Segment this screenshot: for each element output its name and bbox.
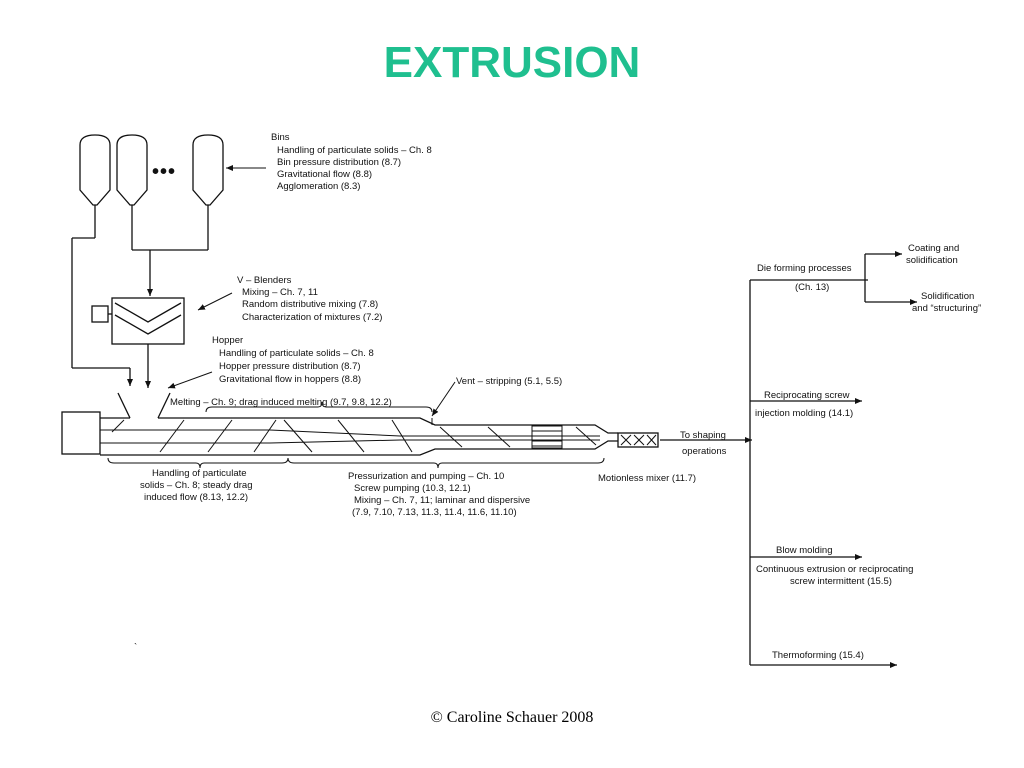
bins-line-2: Bin pressure distribution (8.7)	[277, 157, 401, 168]
hopper-pointer-arrow	[167, 371, 213, 389]
pressurization-line-4: (7.9, 7.10, 7.13, 11.3, 11.4, 11.6, 11.1…	[352, 507, 517, 518]
coating-line-1: Coating and	[908, 243, 959, 254]
bins-heading: Bins	[271, 132, 290, 143]
hopper-line-1: Handling of particulate solids – Ch. 8	[219, 348, 374, 359]
melting-brace	[205, 401, 433, 413]
bin-piping	[71, 237, 208, 386]
solids-brace	[107, 457, 289, 469]
hopper-heading: Hopper	[212, 335, 243, 346]
solids-line-3: induced flow (8.13, 12.2)	[144, 492, 248, 503]
blenders-line-3: Characterization of mixtures (7.2)	[242, 312, 382, 323]
blenders-pointer-arrow	[197, 292, 233, 311]
die-forming-chapter: (Ch. 13)	[795, 282, 829, 293]
coating-line-2: solidification	[906, 255, 958, 266]
pressurization-line-1: Pressurization and pumping – Ch. 10	[348, 471, 504, 482]
pressurization-line-2: Screw pumping (10.3, 12.1)	[354, 483, 471, 494]
reciprocating-label: Reciprocating screw	[764, 390, 850, 401]
blow-molding-detail-2: screw intermittent (15.5)	[790, 576, 892, 587]
blenders-heading: V – Blenders	[237, 275, 292, 286]
solids-line-1: Handling of particulate	[152, 468, 247, 479]
blenders-line-1: Mixing – Ch. 7, 11	[242, 287, 318, 298]
vent-label: Vent – stripping (5.1, 5.5)	[456, 376, 562, 387]
to-shaping-line-1: To shaping	[680, 430, 726, 441]
to-shaping-line-2: operations	[682, 446, 727, 457]
thermoforming-label: Thermoforming (15.4)	[772, 650, 864, 661]
v-blender	[91, 297, 185, 388]
blenders-line-2: Random distributive mixing (7.8)	[242, 299, 378, 310]
solids-line-2: solids – Ch. 8; steady drag	[140, 480, 252, 491]
bins-line-4: Agglomeration (8.3)	[277, 181, 360, 192]
die-forming-label: Die forming processes	[757, 263, 852, 274]
motionless-mixer-label: Motionless mixer (11.7)	[598, 473, 696, 484]
bins-line-1: Handling of particulate solids – Ch. 8	[277, 145, 432, 156]
pressurization-line-3: Mixing – Ch. 7, 11; laminar and dispersi…	[354, 495, 530, 506]
solidification-line-1: Solidification	[921, 291, 974, 302]
hopper-line-3: Gravitational flow in hoppers (8.8)	[219, 374, 361, 385]
pressurization-brace	[287, 457, 605, 469]
stray-mark: `	[134, 642, 137, 653]
bin-1	[79, 134, 111, 238]
shaping-tree	[749, 251, 917, 668]
bin-3	[192, 134, 224, 250]
hopper-line-2: Hopper pressure distribution (8.7)	[219, 361, 361, 372]
bins-ellipsis: •••	[152, 161, 176, 183]
reciprocating-detail: injection molding (14.1)	[755, 408, 853, 419]
slide-title: EXTRUSION	[383, 38, 641, 87]
blow-molding-detail-1: Continuous extrusion or reciprocating	[756, 564, 913, 575]
blow-molding-label: Blow molding	[776, 545, 833, 556]
copyright-footer: © Caroline Schauer 2008	[430, 709, 594, 726]
melting-label: Melting – Ch. 9; drag induced melting (9…	[170, 397, 392, 408]
bins-line-3: Gravitational flow (8.8)	[277, 169, 372, 180]
vent-pointer-arrow	[431, 381, 456, 417]
extruder-barrel	[61, 392, 659, 456]
bin-2	[116, 134, 148, 250]
solidification-line-2: and “structuring”	[912, 303, 981, 314]
